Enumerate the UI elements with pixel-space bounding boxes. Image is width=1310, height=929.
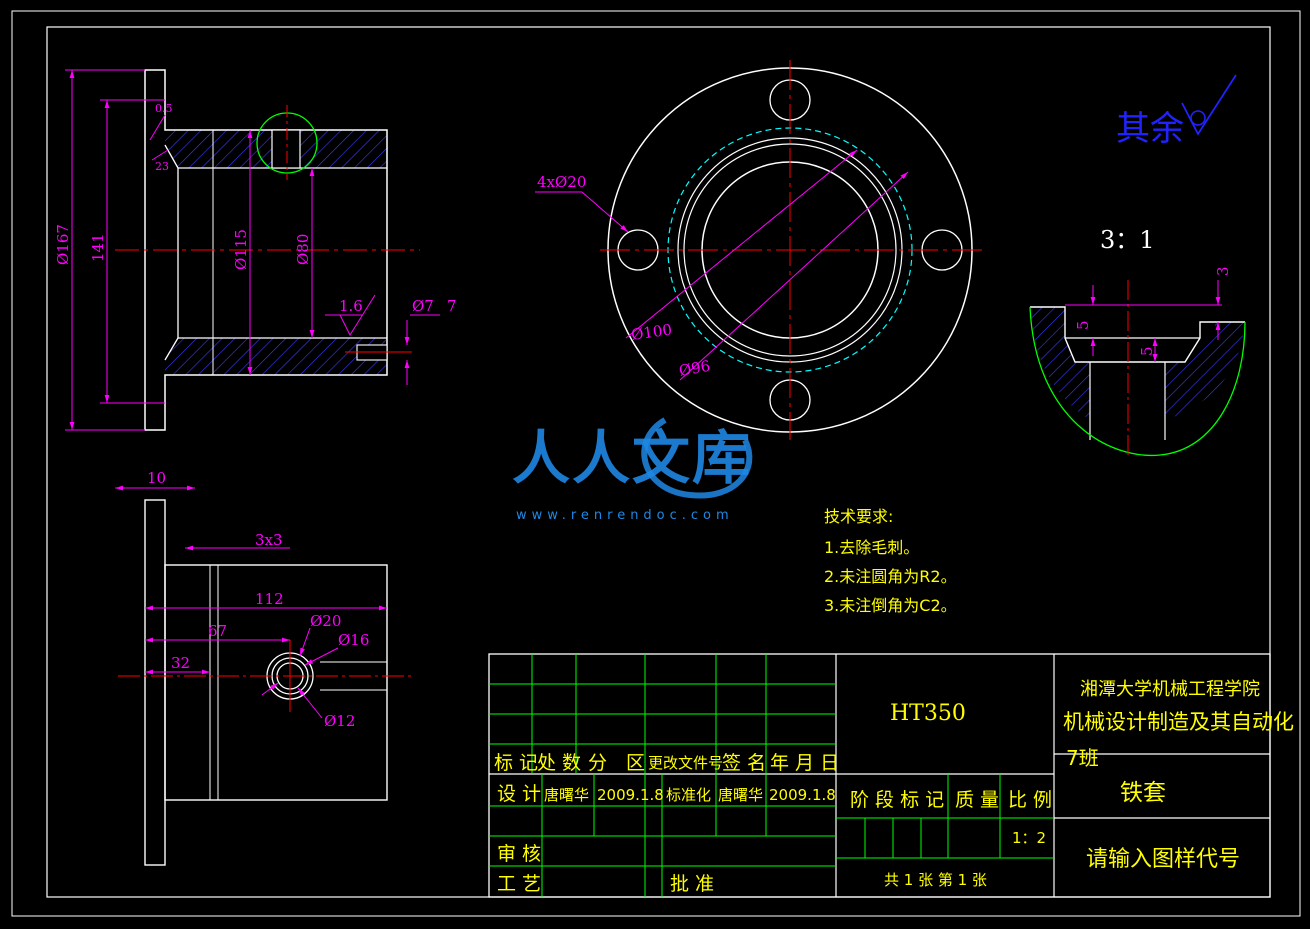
tb-drawing-no: 请输入图样代号 xyxy=(1086,847,1240,872)
watermark-url: www.renrendoc.com xyxy=(516,508,734,523)
roughness-symbol xyxy=(339,294,376,337)
tb-stage-label: 阶 段 标 记 xyxy=(850,789,944,811)
dim-115: Ø115 xyxy=(232,229,250,270)
side-body xyxy=(164,564,388,801)
tb-designer: 唐曙华 xyxy=(544,786,589,804)
dim-167: Ø167 xyxy=(54,224,72,265)
chamfer-bottom xyxy=(164,337,179,361)
watermark-brand: 人人文库 xyxy=(512,424,752,492)
leader-holes-b xyxy=(581,191,629,233)
tb-design-label: 设 计 xyxy=(497,783,541,805)
dim-roughness: 1.6 xyxy=(339,297,363,315)
dim-100: Ø100 xyxy=(630,320,673,344)
front-section-view: Ø167 141 Ø115 Ø80 0.5 23 1.6 Ø7 7 xyxy=(54,69,457,431)
title-block-grid xyxy=(489,654,1054,897)
dim-10: 10 xyxy=(147,469,166,487)
tb-header-sign: 签 名 xyxy=(722,752,766,774)
dim-detail-5a: 5 xyxy=(1074,320,1092,330)
tech-title: 技术要求: xyxy=(824,507,893,526)
tb-major: 机械设计制造及其自动化 xyxy=(1063,710,1294,734)
tb-weight-label: 质 量 xyxy=(955,789,999,811)
side-flange xyxy=(144,499,166,866)
flange-outline xyxy=(144,69,388,431)
dim-c23: 23 xyxy=(155,160,169,173)
tb-header-zone: 分 区 xyxy=(588,752,645,774)
tb-process-label: 工 艺 xyxy=(497,873,541,895)
dim-12: Ø12 xyxy=(324,712,355,730)
tech-item-3: 3.未注倒角为C2。 xyxy=(824,596,957,615)
dim-96: Ø96 xyxy=(678,357,712,380)
dim-16: Ø16 xyxy=(338,631,369,649)
groove-top xyxy=(271,129,301,169)
tech-item-2: 2.未注圆角为R2。 xyxy=(824,567,957,586)
leader-20 xyxy=(299,627,311,657)
dim-3x3: 3x3 xyxy=(255,531,283,549)
tb-design-date: 2009.1.8 xyxy=(597,786,664,804)
dim-141: 141 xyxy=(89,233,107,262)
dim-20: Ø20 xyxy=(310,612,341,630)
detail-view: 3：1 3 5 5 xyxy=(1029,226,1246,457)
surface-note-symbol xyxy=(1181,74,1237,136)
tb-header-count: 处 数 xyxy=(537,752,581,774)
leader-16 xyxy=(304,647,339,666)
dim-80: Ø80 xyxy=(294,234,312,265)
watermark: 人人文库 www.renrendoc.com xyxy=(512,417,753,523)
surface-note-circle xyxy=(1190,110,1206,126)
tb-class: 7班 xyxy=(1066,746,1099,770)
tb-header-doc: 更改文件号 xyxy=(648,754,723,772)
tech-item-1: 1.去除毛刺。 xyxy=(824,538,919,557)
tb-sheets: 共 1 张 第 1 张 xyxy=(884,871,987,889)
dim-h7: 7 xyxy=(447,297,457,315)
tb-ratio-label: 比 例 xyxy=(1008,789,1052,811)
dim-holes: 4xØ20 xyxy=(537,173,586,191)
detail-profile xyxy=(1030,306,1245,363)
dim-112: 112 xyxy=(255,590,284,608)
tb-std-person: 唐曙华 xyxy=(718,786,763,804)
dim-line-96 xyxy=(679,171,909,381)
tb-part-name: 铁套 xyxy=(1120,780,1166,806)
tb-review-label: 审 核 xyxy=(497,843,541,865)
dim-d7: Ø7 xyxy=(412,297,434,315)
detail-right-hatch xyxy=(1165,322,1245,420)
leader-12-b xyxy=(261,682,279,696)
detail-break-curve xyxy=(1029,306,1246,457)
tb-header-date: 年 月 日 xyxy=(770,752,839,774)
dim-67: 67 xyxy=(208,622,227,640)
detail-left-hatch xyxy=(1030,307,1090,420)
detail-scale: 3：1 xyxy=(1100,226,1155,254)
chamfer-circle xyxy=(683,143,897,357)
tb-school: 湘潭大学机械工程学院 xyxy=(1080,679,1260,700)
surface-finish-note: 其余 xyxy=(1116,74,1237,149)
tb-header-mark: 标 记 xyxy=(494,752,538,774)
leader-c23 xyxy=(151,149,169,161)
dim-line-100 xyxy=(625,149,858,339)
dim-c05: 0.5 xyxy=(155,102,173,115)
watermark-logo-swoosh xyxy=(641,417,753,499)
side-view: 10 3x3 112 67 32 Ø20 Ø16 Ø12 xyxy=(115,469,412,866)
chamfer-top xyxy=(164,144,179,169)
tech-requirements: 技术要求: 1.去除毛刺。 2.未注圆角为R2。 3.未注倒角为C2。 xyxy=(824,507,957,615)
tb-std-label: 标准化 xyxy=(666,786,711,804)
tb-material: HT350 xyxy=(890,701,966,726)
lower-wall-hatch xyxy=(165,338,387,375)
surface-note-label: 其余 xyxy=(1116,109,1184,149)
tb-approve-label: 批 准 xyxy=(670,873,714,895)
tb-ratio: 1：2 xyxy=(1012,829,1046,847)
flange-end-view: 4xØ20 Ø100 Ø96 xyxy=(535,60,985,440)
tb-std-date: 2009.1.8 xyxy=(769,786,836,804)
leader-c05 xyxy=(149,114,166,141)
outer-border xyxy=(11,10,1301,917)
leader-12 xyxy=(297,687,323,719)
dim-32: 32 xyxy=(171,654,190,672)
dim-detail-3: 3 xyxy=(1214,266,1232,276)
title-block: 标 记 处 数 分 区 更改文件号 签 名 年 月 日 设 计 唐曙华 2009… xyxy=(488,653,1294,898)
dim-detail-5b: 5 xyxy=(1138,346,1156,356)
title-block-frame xyxy=(488,653,1271,898)
